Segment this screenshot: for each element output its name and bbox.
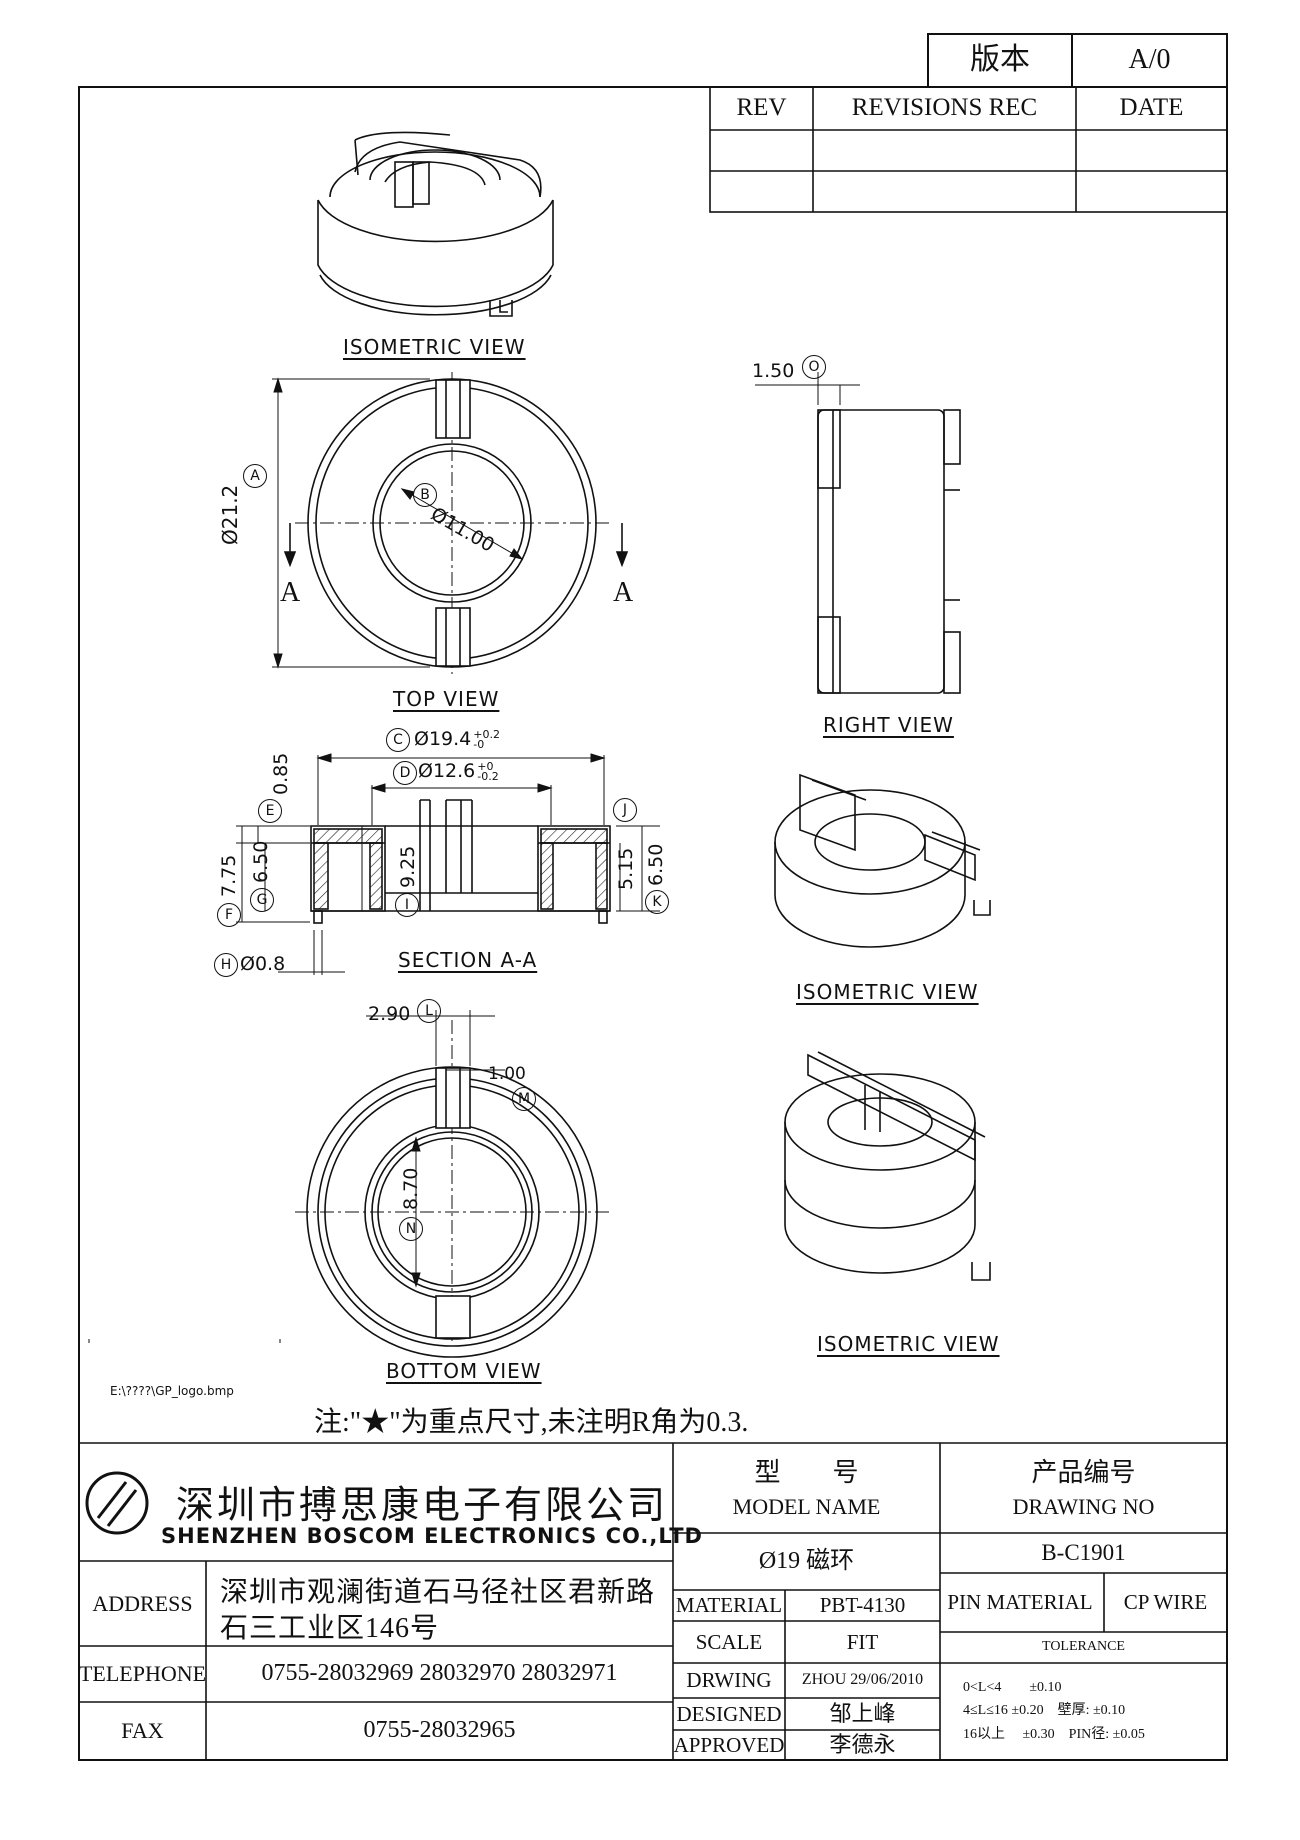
dim-e: 0.85 <box>270 752 292 795</box>
registration-marks <box>88 1339 281 1343</box>
balloon-o: O <box>802 355 826 379</box>
version-label: 版本 <box>970 43 1030 77</box>
dim-c-tol-lower: -0 <box>473 737 485 751</box>
dim-o: 1.50 <box>752 360 795 382</box>
balloon-d: D <box>393 761 417 785</box>
balloon-n: N <box>399 1217 423 1241</box>
rev-header: REV <box>736 94 787 122</box>
dim-f: 7.75 <box>218 854 240 897</box>
telephone-value: 0755-28032969 28032970 28032971 <box>261 1660 618 1687</box>
designed-label: DESIGNED <box>676 1701 782 1726</box>
model-label-cn: 型 号 <box>754 1458 859 1488</box>
balloon-g: G <box>250 888 274 912</box>
dim-d-tol-lower: -0.2 <box>477 769 499 783</box>
balloon-i: I <box>395 893 419 917</box>
approved-label: APPROVED <box>673 1732 785 1757</box>
model-label-en: MODEL NAME <box>732 1494 881 1520</box>
bottom-view-title: BOTTOM VIEW <box>386 1359 542 1383</box>
balloon-c: C <box>386 728 410 752</box>
balloon-h: H <box>214 953 238 977</box>
address-line-1: 深圳市观澜街道石马径社区君新路 <box>220 1577 656 1608</box>
isometric-view-3-drawing <box>784 1051 991 1281</box>
drawing-no-value: B-C1901 <box>1041 1539 1126 1565</box>
balloon-l: L <box>417 999 441 1023</box>
telephone-label: TELEPHONE <box>78 1661 207 1687</box>
dim-m: 1.00 <box>488 1064 526 1084</box>
iso-view-3-title: ISOMETRIC VIEW <box>817 1332 1000 1356</box>
address-label: ADDRESS <box>92 1590 193 1616</box>
dim-d-value: Ø12.6 <box>418 760 476 782</box>
date-header: DATE <box>1119 94 1184 122</box>
tolerance-row-1: 0<L<4 ±0.10 <box>963 1680 1062 1695</box>
scale-value: FIT <box>846 1629 879 1654</box>
material-value: PBT-4130 <box>819 1593 906 1618</box>
dim-d-tol-upper: +0 <box>477 759 494 773</box>
dim-n: 8.70 <box>400 1167 422 1210</box>
tolerance-row-3: 16以上 ±0.30 PIN径: ±0.05 <box>963 1727 1145 1742</box>
drwing-label: DRWING <box>686 1668 772 1693</box>
company-name-cn: 深圳市搏思康电子有限公司 <box>176 1485 669 1527</box>
isometric-view-1-drawing <box>317 131 554 317</box>
version-value: A/0 <box>1128 44 1171 76</box>
dim-j: 5.15 <box>615 847 637 890</box>
revisions-rec-header: REVISIONS REC <box>851 94 1038 122</box>
isometric-view-2-drawing <box>774 773 991 948</box>
dim-c-value: Ø19.4 <box>414 728 472 750</box>
tolerance-row-2: 4≤L≤16 ±0.20 壁厚: ±0.10 <box>963 1703 1126 1718</box>
tolerance-label: TOLERANCE <box>1042 1639 1125 1655</box>
fax-value: 0755-28032965 <box>363 1717 516 1744</box>
balloon-k: K <box>645 890 669 914</box>
top-view-title: TOP VIEW <box>393 687 500 711</box>
dim-h: Ø0.8 <box>240 953 286 975</box>
iso-view-2-title: ISOMETRIC VIEW <box>796 980 979 1004</box>
title-block <box>79 1442 1227 1760</box>
balloon-f: F <box>217 903 241 927</box>
material-label: MATERIAL <box>675 1593 783 1618</box>
section-mark-left: A <box>280 577 301 608</box>
dim-l: 2.90 <box>368 1003 411 1025</box>
designed-value: 邹上峰 <box>829 1701 896 1727</box>
revision-table <box>709 86 1228 213</box>
company-logo <box>85 1471 149 1535</box>
company-name-en: SHENZHEN BOSCOM ELECTRONICS CO.,LTD <box>161 1524 703 1548</box>
pin-material-value: CP WIRE <box>1123 1590 1208 1615</box>
balloon-e: E <box>258 799 282 823</box>
drawing-no-label-en: DRAWING NO <box>1012 1494 1155 1520</box>
logo-path: E:\????\GP_logo.bmp <box>110 1384 234 1398</box>
dim-i: 9.25 <box>397 845 419 888</box>
balloon-b: B <box>413 483 437 507</box>
iso-view-1-title: ISOMETRIC VIEW <box>343 335 526 359</box>
dim-k: 6.50 <box>645 843 667 886</box>
section-mark-right: A <box>613 577 634 608</box>
right-view-drawing <box>755 372 961 694</box>
pin-material-label: PIN MATERIAL <box>947 1590 1093 1615</box>
drawing-note: 注:"★"为重点尺寸,未注明R角为0.3. <box>314 1407 749 1438</box>
top-view-drawing <box>272 372 629 674</box>
balloon-m: M <box>512 1087 536 1111</box>
model-value: Ø19 磁环 <box>758 1547 855 1574</box>
right-view-title: RIGHT VIEW <box>823 713 954 737</box>
balloon-a: A <box>243 463 267 488</box>
fax-label: FAX <box>121 1718 164 1744</box>
drwing-value: ZHOU 29/06/2010 <box>801 1671 924 1689</box>
dim-c-tol-upper: +0.2 <box>473 727 500 741</box>
address-line-2: 石三工业区146号 <box>220 1613 440 1644</box>
approved-value: 李德永 <box>829 1732 896 1758</box>
sheet-frame <box>78 86 1228 1761</box>
section-view-title: SECTION A-A <box>398 948 538 972</box>
section-view-drawing <box>236 753 660 975</box>
dim-d: Ø12.6+0-0.2 <box>418 760 499 782</box>
scale-label: SCALE <box>695 1629 763 1654</box>
dim-g: 6.50 <box>250 840 272 883</box>
dim-c: Ø19.4+0.2-0 <box>414 728 500 750</box>
dim-a: Ø21.2 <box>218 484 242 545</box>
bottom-view-drawing <box>295 1010 610 1358</box>
drawing-no-label-cn: 产品编号 <box>1031 1458 1136 1488</box>
balloon-j: J <box>613 798 637 822</box>
